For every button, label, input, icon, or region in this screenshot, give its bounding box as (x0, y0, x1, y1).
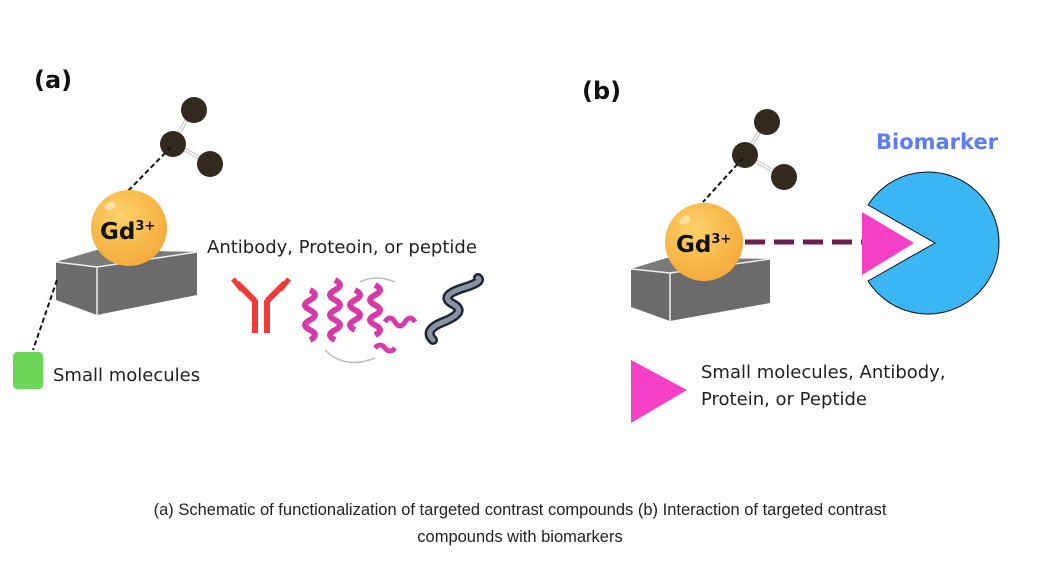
molecule-icon (732, 109, 797, 190)
protein-icon (302, 277, 418, 364)
ligand-triangle (862, 212, 914, 275)
linker-line (126, 146, 172, 193)
gd-ion-sphere (91, 190, 167, 266)
biomarker-shape (867, 171, 1000, 315)
panel-b-label: (b) (582, 77, 621, 105)
biomarker-label: Biomarker (876, 130, 999, 154)
ligand-legend-triangle (631, 360, 687, 423)
linker-line-small-molecule (32, 279, 58, 351)
figure-caption: (a) Schematic of functionalization of ta… (0, 497, 1040, 551)
small-molecule-label: Small molecules (53, 365, 200, 386)
peptide-icon (424, 273, 484, 345)
caption-line-1: (a) Schematic of functionalization of ta… (153, 501, 887, 519)
gd-ion-sphere (665, 203, 743, 281)
ligand-legend-line1: Small molecules, Antibody, (701, 362, 946, 383)
antibody-icon (231, 277, 291, 333)
molecule-icon (160, 97, 223, 177)
panel-a-label: (a) (34, 66, 72, 94)
ligand-label: Antibody, Proteoin, or peptide (207, 237, 477, 258)
gd-ion-label: Gd3+ (676, 232, 731, 258)
gd-ion-label: Gd3+ (100, 219, 155, 245)
caption-line-2: compounds with biomarkers (417, 528, 623, 546)
ligand-legend-line2: Protein, or Peptide (701, 389, 867, 410)
small-molecule-icon (13, 352, 43, 389)
linker-line (702, 157, 744, 203)
